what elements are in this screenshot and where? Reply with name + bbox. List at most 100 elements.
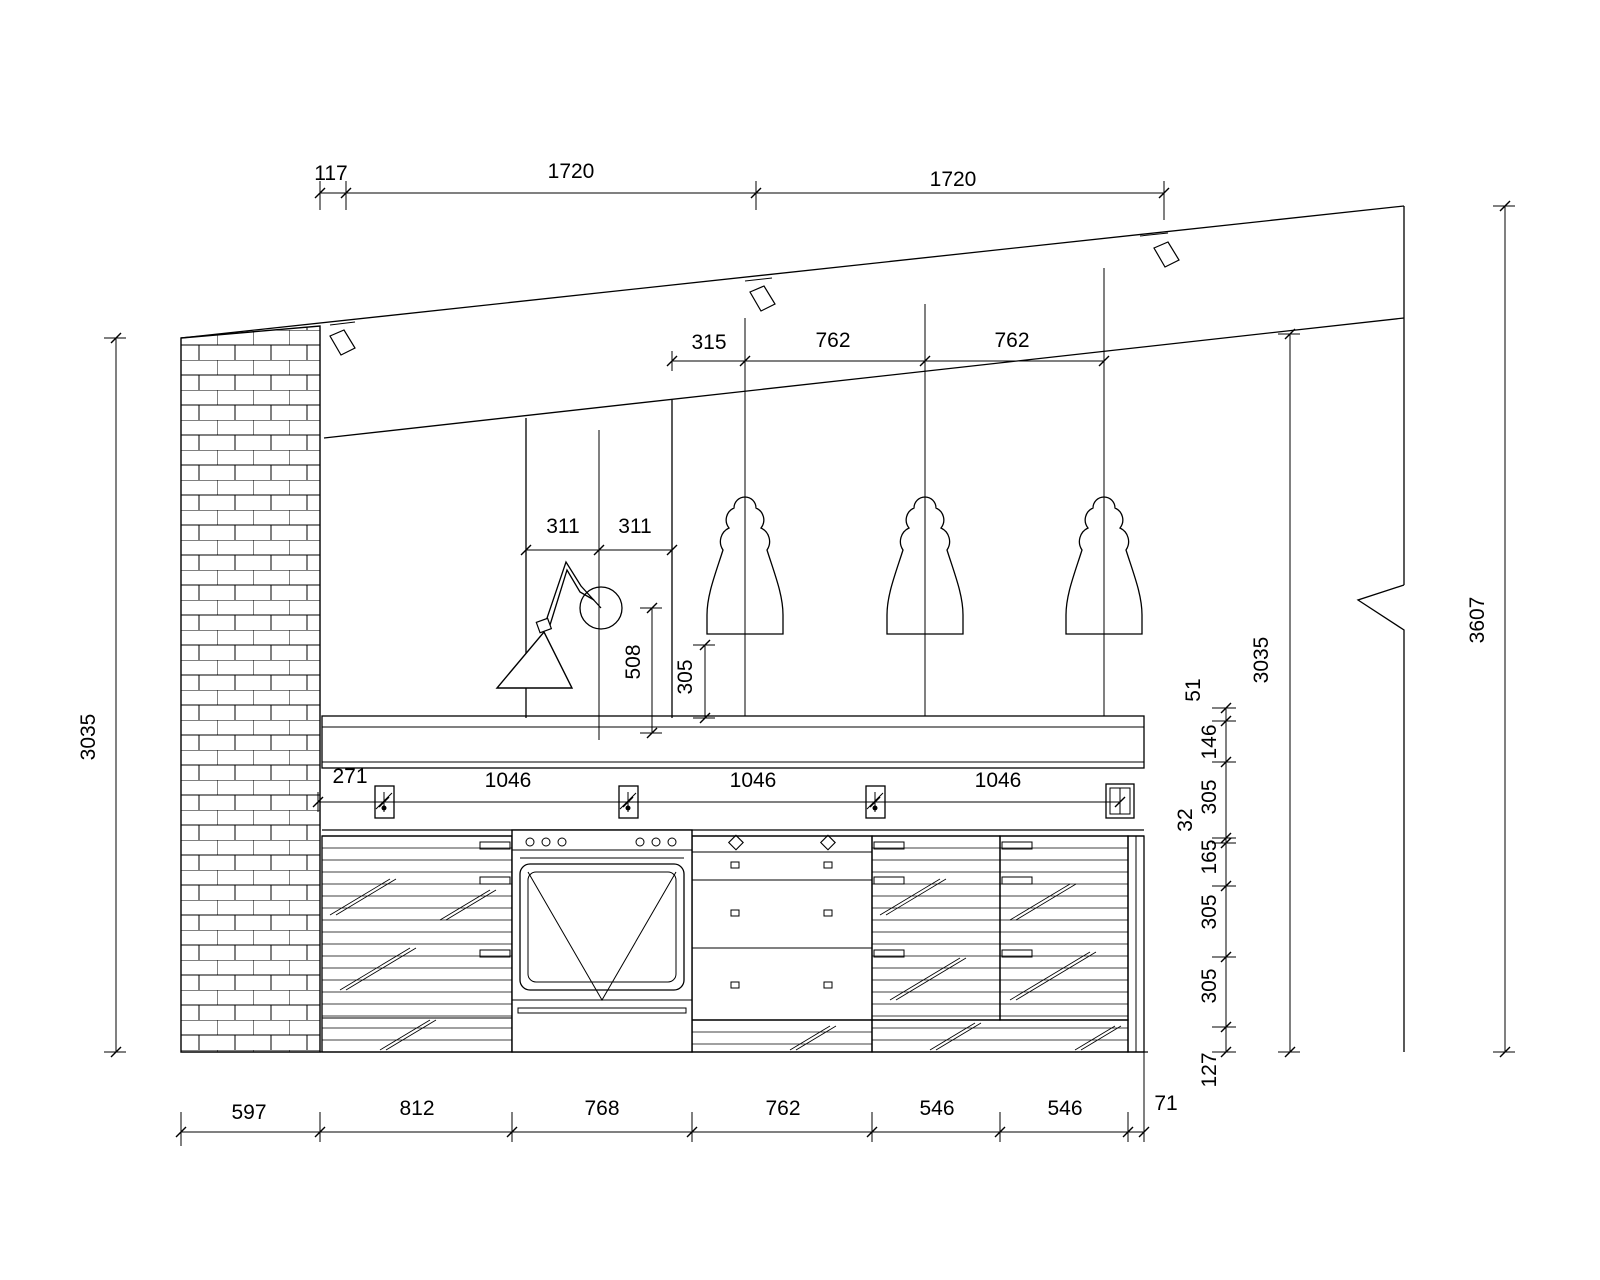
spotlight-icon <box>1139 232 1180 268</box>
dim-label: 271 <box>332 765 367 788</box>
dim-label: 117 <box>314 162 347 185</box>
dim-label: 1720 <box>930 168 977 191</box>
dimension-tick <box>1220 702 1232 714</box>
dim-label: 597 <box>231 1101 266 1124</box>
dimension-tick <box>1220 837 1232 849</box>
pendant-light-icon <box>1065 268 1143 716</box>
drawer-unit: ◇ ◇ <box>692 830 872 989</box>
wood-grain <box>929 1022 976 1051</box>
dim-label: 146 <box>1198 724 1221 759</box>
wood-grain <box>889 957 961 1001</box>
dim-label: 305 <box>1198 968 1221 1003</box>
dimension-tick <box>1499 200 1511 212</box>
dimension-tick <box>378 796 390 808</box>
dimension-tick <box>110 332 122 344</box>
wood-grain <box>879 878 941 916</box>
dim-label: 3035 <box>1250 637 1273 684</box>
wood-grain <box>895 957 967 1001</box>
dim-label: 305 <box>1198 779 1221 814</box>
wood-grain <box>1015 883 1077 921</box>
dimension-tick <box>593 544 605 556</box>
pendant-light-icon <box>886 304 964 716</box>
dim-label: 127 <box>1198 1052 1221 1087</box>
dim-label: 305 <box>674 659 697 694</box>
wood-grain <box>935 1022 982 1051</box>
dimension-tick <box>1499 1046 1511 1058</box>
wood-grain <box>1009 951 1091 1001</box>
sconce-lamp-icon <box>495 560 623 689</box>
wood-grain <box>339 947 411 991</box>
dim-label: 165 <box>1198 839 1221 874</box>
dimension-tick <box>1220 715 1232 727</box>
cabinet-handles <box>479 841 1033 958</box>
dimension-tick <box>994 1126 1006 1138</box>
dimension-tick <box>1220 951 1232 963</box>
dim-label: 71 <box>1154 1092 1177 1115</box>
dimension-tick <box>646 602 658 614</box>
dimension-tick <box>1220 880 1232 892</box>
dim-label: 1720 <box>548 160 595 183</box>
dimension-tick <box>622 796 634 808</box>
dimension-tick <box>1220 756 1232 768</box>
dimension-tick <box>110 1046 122 1058</box>
wood-grain <box>439 889 491 921</box>
wood-grain <box>379 1019 431 1051</box>
wood-grain <box>445 889 497 921</box>
dim-label: 762 <box>765 1097 800 1120</box>
dim-label: 3035 <box>77 714 100 761</box>
dim-label: 762 <box>994 329 1029 352</box>
dimension-tick <box>869 796 881 808</box>
dimension-tick <box>699 639 711 651</box>
dimension-tick <box>866 1126 878 1138</box>
dimension-tick <box>686 1126 698 1138</box>
dimension-tick <box>1220 832 1232 844</box>
hood-column <box>525 400 673 740</box>
wood-grain <box>1080 1025 1122 1051</box>
dimension-tick <box>666 544 678 556</box>
dim-label: 32 <box>1174 808 1197 831</box>
wood-grain <box>885 878 947 916</box>
floating-shelf <box>321 715 1145 769</box>
dim-label: 305 <box>1198 894 1221 929</box>
dimension-lines <box>104 181 1515 1146</box>
dimension-tick <box>1284 328 1296 340</box>
dimension-labels: 117 1720 1720 315 762 762 311 311 508 30… <box>77 160 1489 1124</box>
wood-grain <box>795 1025 837 1051</box>
spotlight-icon <box>744 277 776 312</box>
dim-label: 1046 <box>485 769 532 792</box>
dim-label: 311 <box>618 515 651 538</box>
dimension-tick <box>1220 1021 1232 1033</box>
dim-label: 508 <box>622 644 645 679</box>
cabinet-wood-hatch <box>322 847 1128 1051</box>
dim-label: 1046 <box>730 769 777 792</box>
dim-label: 3607 <box>1466 597 1489 644</box>
dimension-tick <box>919 355 931 367</box>
dimension-tick <box>506 1126 518 1138</box>
pendant-light-icon <box>706 318 784 716</box>
dimension-tick <box>312 796 324 808</box>
dim-label: 762 <box>815 329 850 352</box>
dimension-tick <box>1114 796 1126 808</box>
dimension-tick <box>1098 355 1110 367</box>
dimension-tick <box>646 727 658 739</box>
wood-grain <box>1074 1025 1116 1051</box>
dim-label: 546 <box>919 1097 954 1120</box>
wood-grain <box>1015 951 1097 1001</box>
svg-text:◇: ◇ <box>820 830 837 853</box>
sloped-ceiling <box>180 205 1405 1052</box>
wood-grain <box>345 947 417 991</box>
dimension-tick <box>739 355 751 367</box>
dim-label: 51 <box>1182 678 1205 701</box>
dim-label: 812 <box>399 1097 434 1120</box>
wood-grain <box>1009 883 1071 921</box>
dimension-tick <box>666 355 678 367</box>
wood-grain <box>789 1025 831 1051</box>
dim-label: 315 <box>691 331 726 354</box>
dimension-tick <box>1122 1126 1134 1138</box>
spotlight-icon <box>329 321 356 356</box>
dimension-tick <box>1220 1046 1232 1058</box>
dim-label: 768 <box>584 1097 619 1120</box>
brick-wall <box>180 325 321 1053</box>
dim-label: 546 <box>1047 1097 1082 1120</box>
dimension-tick <box>699 712 711 724</box>
